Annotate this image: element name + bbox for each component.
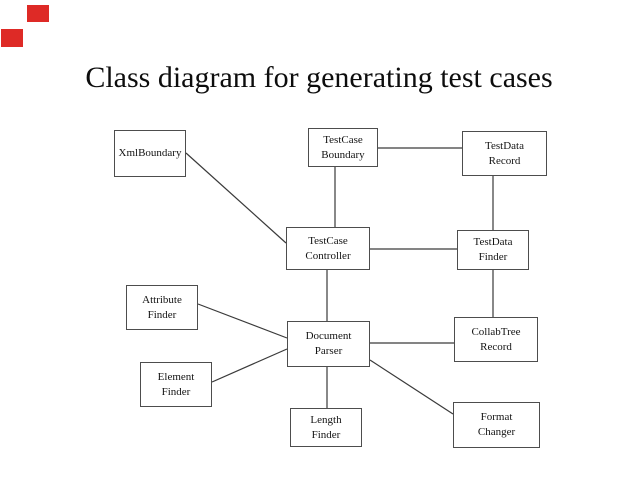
class-box-label: TestCase xyxy=(323,133,363,146)
class-box-label: Length xyxy=(310,413,342,426)
class-box-label: TestData xyxy=(485,139,524,152)
class-box-label: Document xyxy=(305,330,352,342)
edge-element-finder-to-document-parser xyxy=(211,348,288,383)
edge-xml-boundary-to-testcase-controller xyxy=(185,152,287,244)
class-box-label: XmlBoundary xyxy=(118,147,182,159)
class-box-label: Attribute xyxy=(142,293,182,306)
class-box-label: Record xyxy=(480,340,512,353)
class-box-label: Finder xyxy=(147,308,177,321)
class-box-xml-boundary: XmlBoundary xyxy=(114,130,186,177)
class-box-label: TestData xyxy=(473,236,513,248)
class-box-label: Parser xyxy=(314,345,343,357)
slide-title: Class diagram for generating test cases xyxy=(85,61,553,94)
class-box-label: TestCase xyxy=(308,234,348,247)
red-artifact-mark-1 xyxy=(27,5,49,22)
class-box-label: CollabTree xyxy=(471,325,521,338)
edge-attribute-finder-to-document-parser xyxy=(197,303,288,339)
edge-document-parser-to-format-changer xyxy=(369,359,454,415)
class-box-label: Finder xyxy=(478,251,508,263)
class-box-label: Record xyxy=(488,154,521,167)
class-box-label: Finder xyxy=(311,428,341,441)
class-box-label: Changer xyxy=(477,426,516,438)
class-box-label: Controller xyxy=(305,249,351,262)
class-box-label: Element xyxy=(157,370,195,383)
class-box-label: Boundary xyxy=(321,148,365,161)
class-box-label: Finder xyxy=(161,385,191,398)
class-box-label: Format xyxy=(480,411,513,423)
red-artifact-mark-2 xyxy=(1,29,23,47)
